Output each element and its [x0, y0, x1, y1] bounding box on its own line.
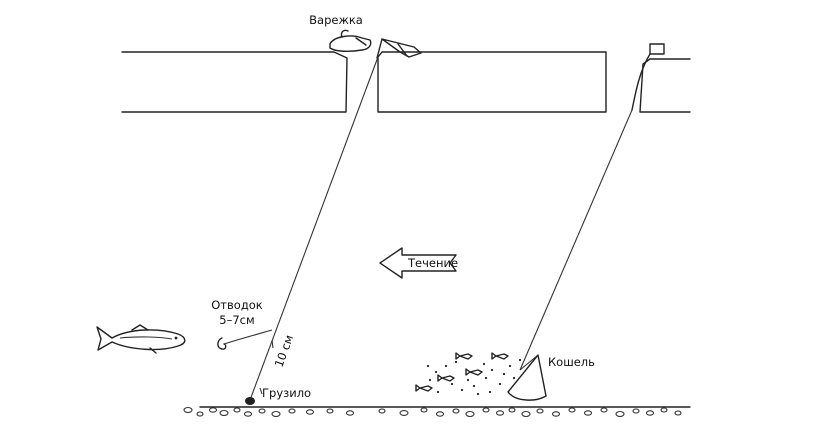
mitten-icon: [329, 29, 372, 53]
small-fish-icon: [465, 368, 483, 376]
sinker-icon: [245, 397, 255, 405]
mitten-label: Варежка: [309, 13, 363, 27]
fish-icon: [96, 324, 186, 354]
small-fish-icon: [437, 374, 455, 382]
arrow-left-icon: [379, 247, 457, 279]
main-line-right: [519, 109, 633, 371]
small-fish-icon: [455, 352, 473, 360]
ice-block-right: [639, 58, 691, 113]
ice-layer: [121, 51, 691, 113]
leader-label-line1: Отводок: [211, 298, 263, 312]
pebbles: [183, 406, 682, 418]
current-label: Течение: [407, 256, 458, 270]
ice-block-middle: [377, 51, 607, 113]
small-fish-icon: [491, 352, 509, 360]
distance-marker: [259, 339, 274, 395]
sinker-label: Грузило: [262, 386, 311, 400]
leader-line: [217, 329, 273, 350]
net-label: Кошель: [548, 355, 595, 369]
small-fish-icon: [415, 384, 433, 392]
net-bag-icon: [507, 354, 547, 401]
ice-block-left: [121, 51, 348, 113]
leader-label-line2: 5–7см: [219, 313, 254, 327]
distance-label: 10 см: [272, 333, 297, 369]
fishing-rod-left-icon: [376, 38, 422, 59]
fishing-rod-right-icon: [631, 43, 665, 111]
small-fish-group: [415, 352, 522, 396]
main-line-left: [249, 56, 379, 401]
bait-dots: [426, 358, 522, 396]
